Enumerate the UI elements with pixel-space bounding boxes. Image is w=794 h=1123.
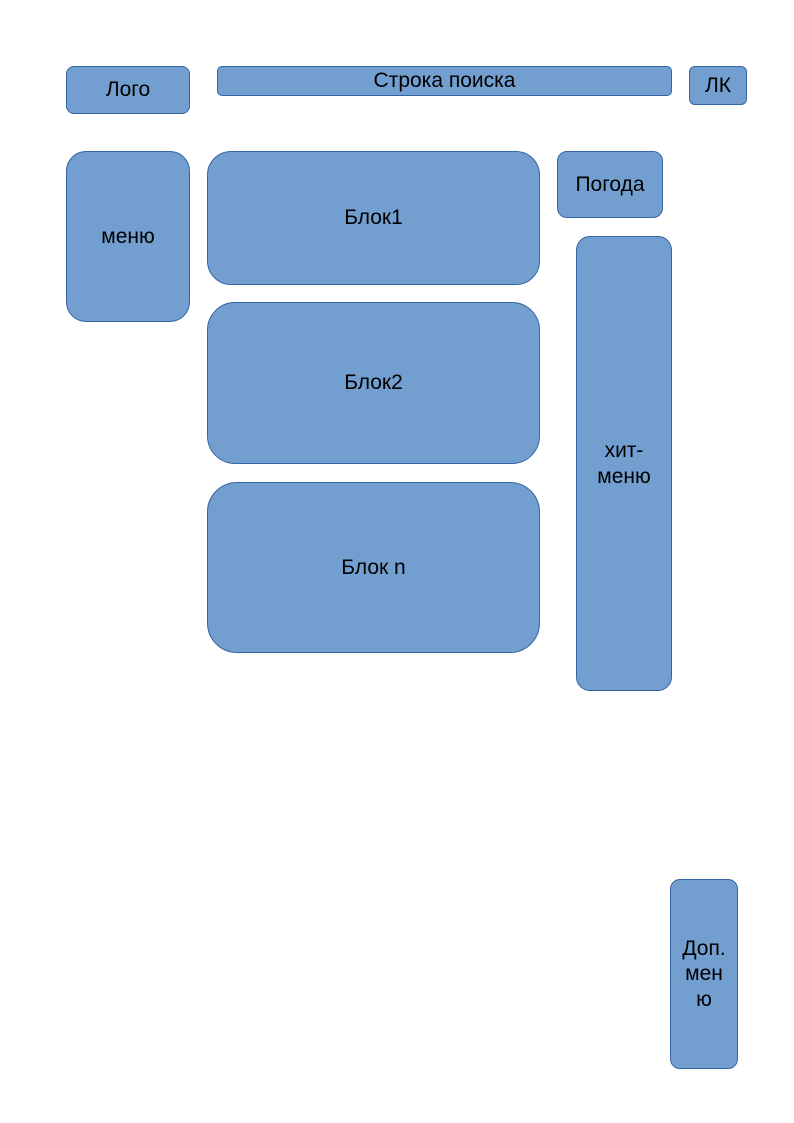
hit-menu-block[interactable]: хит-меню [576,236,672,691]
content-block-2-label: Блок2 [344,371,403,395]
hit-menu-label: хит-меню [597,439,651,488]
content-block-2[interactable]: Блок2 [207,302,540,464]
account-block[interactable]: ЛК [689,66,747,105]
content-block-n[interactable]: Блок n [207,482,540,653]
weather-block[interactable]: Погода [557,151,663,218]
content-block-1[interactable]: Блок1 [207,151,540,285]
weather-label: Погода [575,172,645,196]
logo-label: Лого [105,78,151,102]
account-label: ЛК [704,73,731,97]
content-block-n-label: Блок n [341,555,406,579]
extra-menu-label: Доп. меню [682,937,726,1011]
search-bar[interactable]: Строка поиска [217,66,672,96]
menu-label: меню [101,224,155,248]
menu-block[interactable]: меню [66,151,190,322]
content-block-1-label: Блок1 [344,206,403,230]
logo-block[interactable]: Лого [66,66,190,114]
extra-menu-block[interactable]: Доп. меню [670,879,738,1069]
search-bar-label: Строка поиска [373,69,516,92]
